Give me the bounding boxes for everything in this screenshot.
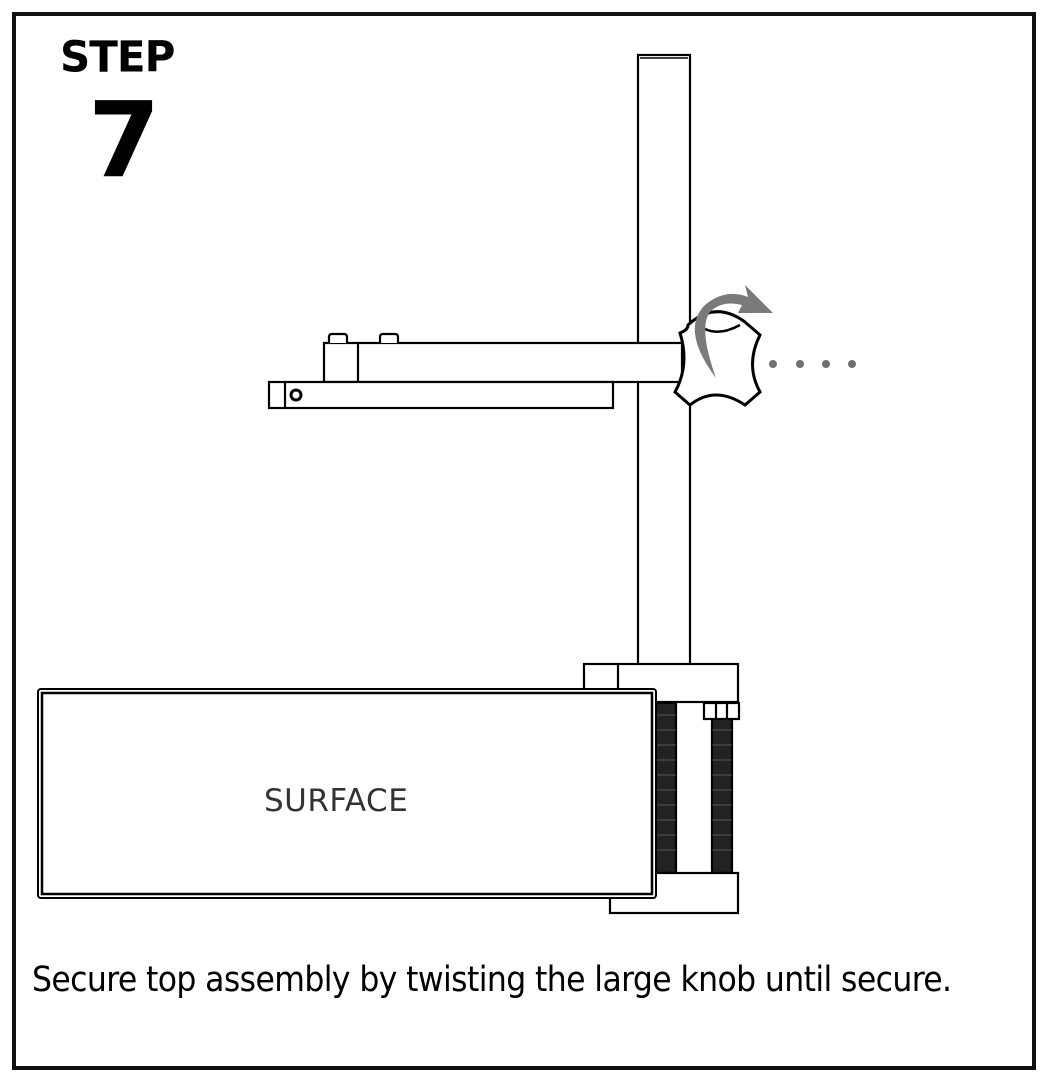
surface-label: SURFACE (264, 783, 409, 819)
step-label: STEP (60, 31, 175, 82)
step-number: 7 (88, 79, 161, 201)
motion-indicator-dots (769, 360, 856, 368)
large-knob-icon (673, 310, 762, 407)
horizontal-arm (322, 332, 684, 384)
table-clamp (582, 662, 741, 915)
instruction-text: Secure top assembly by twisting the larg… (32, 960, 952, 1000)
thread-texture (656, 714, 732, 851)
mounting-plate (267, 380, 615, 410)
rotation-arrow-icon (694, 285, 773, 378)
table-surface (37, 688, 657, 899)
